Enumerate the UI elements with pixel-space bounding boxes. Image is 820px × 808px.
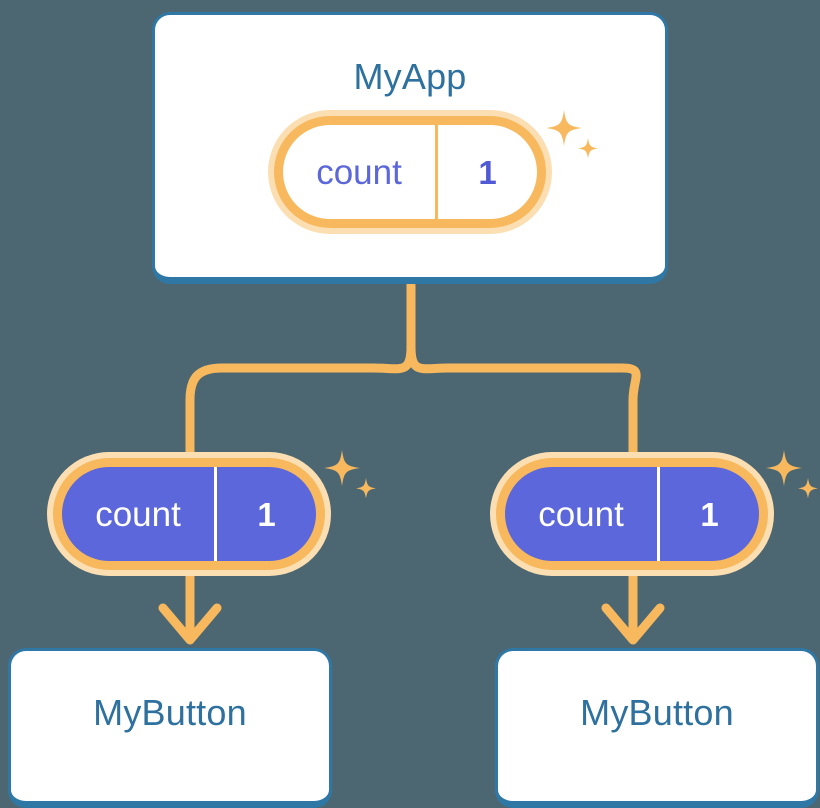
state-value-label: 1: [478, 153, 497, 191]
sparkle-small: [356, 478, 376, 499]
page-title: MyApp: [353, 56, 467, 97]
sparkle-small: [798, 478, 818, 499]
mybutton-card-left: MyButton: [8, 648, 332, 808]
state-pill-consumer-right[interactable]: count 1: [490, 452, 774, 576]
pill-body: count 1: [505, 467, 759, 561]
state-pill-root[interactable]: count 1: [268, 110, 552, 234]
state-pill-consumer-left[interactable]: count 1: [47, 452, 331, 576]
branch-fork-left: [185, 342, 416, 460]
mybutton-title: MyButton: [580, 692, 734, 733]
state-key-label: count: [505, 467, 660, 561]
pill-halo: count 1: [47, 452, 331, 576]
pill-ring: count 1: [496, 458, 768, 570]
state-value-label: 1: [257, 495, 276, 533]
state-key-label: count: [62, 467, 217, 561]
state-value-label: 1: [700, 495, 719, 533]
pill-ring: count 1: [274, 116, 546, 228]
pill-halo: count 1: [490, 452, 774, 576]
mybutton-title: MyButton: [93, 692, 247, 733]
diagram-canvas: MyApp count 1 count 1: [8, 12, 819, 808]
arrow-down-icon-right: [601, 603, 665, 645]
arrow-down-icon-left: [158, 603, 222, 645]
pill-ring: count 1: [53, 458, 325, 570]
pill-body: count 1: [62, 467, 316, 561]
branch-fork-right: [406, 342, 641, 460]
pill-halo: count 1: [268, 110, 552, 234]
mybutton-card-right: MyButton: [495, 648, 819, 808]
pill-body: count 1: [283, 125, 537, 219]
state-key-label: count: [283, 125, 438, 219]
